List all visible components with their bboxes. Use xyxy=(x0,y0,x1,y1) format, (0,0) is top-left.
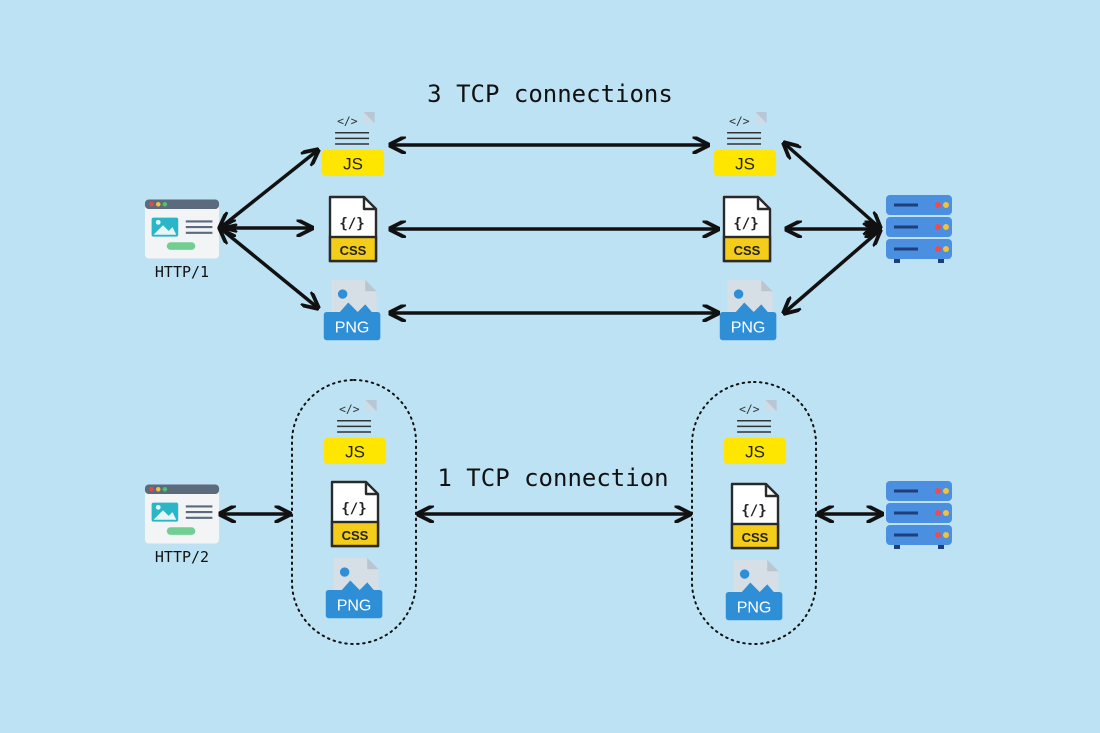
http1-png-file-icon-left xyxy=(323,279,381,341)
http1-css-file-icon-right xyxy=(722,195,772,263)
http2-stream-group-right xyxy=(691,381,817,645)
http1-server-icon xyxy=(884,193,954,264)
http2-title: 1 TCP connection xyxy=(437,464,668,492)
http2-css-file-icon-left xyxy=(330,480,380,548)
http2-server-icon xyxy=(884,479,954,550)
http2-js-file-icon-right xyxy=(723,399,787,465)
http1-tcp-connection-arrows xyxy=(390,145,718,313)
http1-js-file-icon-right xyxy=(713,111,777,177)
http2-stream-group-left xyxy=(291,379,417,645)
http1-client-label: HTTP/1 xyxy=(155,263,209,281)
http1-css-file-icon-left xyxy=(328,195,378,263)
http1-png-file-icon-right xyxy=(719,279,777,341)
http1-browser-icon xyxy=(144,198,220,260)
http1-title: 3 TCP connections xyxy=(427,80,673,108)
http2-png-file-icon-right xyxy=(725,559,783,621)
http1-client-arrows xyxy=(220,150,318,308)
http2-client-label: HTTP/2 xyxy=(155,548,209,566)
http2-png-file-icon-left xyxy=(325,557,383,619)
http1-server-arrows xyxy=(784,143,880,313)
http1-js-file-icon-left xyxy=(321,111,385,177)
http2-js-file-icon-left xyxy=(323,399,387,465)
http2-css-file-icon-right xyxy=(730,482,780,550)
http2-browser-icon xyxy=(144,483,220,545)
